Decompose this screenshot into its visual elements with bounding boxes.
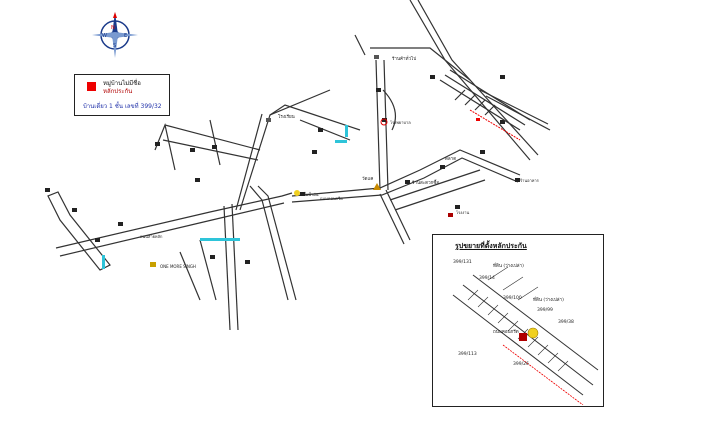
gas-station-icon bbox=[294, 190, 300, 196]
label-right-shop: ร้านอาหาร bbox=[520, 178, 540, 183]
factory-icon bbox=[448, 213, 453, 217]
compass-n: N bbox=[111, 25, 115, 31]
landmarks bbox=[150, 55, 453, 267]
label-store: ร้านสะดวกซื้อ bbox=[412, 179, 439, 186]
compass-rose-icon: N W E S bbox=[92, 12, 138, 58]
temple-icon bbox=[373, 183, 381, 190]
tower-icon bbox=[374, 55, 379, 59]
road-network bbox=[47, 0, 551, 331]
school-icon bbox=[266, 118, 271, 122]
collateral-marker-main bbox=[476, 118, 480, 121]
legend-marker-label: หลักประกัน bbox=[103, 88, 133, 95]
compass-s: S bbox=[113, 43, 116, 49]
inset-label-9: 399/26 bbox=[513, 361, 529, 367]
inset-collateral-marker bbox=[519, 333, 527, 341]
buildings bbox=[45, 75, 520, 264]
inset-title: รูปขยายที่ตั้งหลักประกัน bbox=[455, 242, 527, 250]
label-school: โรงเรียน bbox=[278, 113, 295, 120]
inset-label-2: 399/14 bbox=[479, 275, 495, 281]
label-top-mid: ร้านค้าทั่วไป bbox=[392, 55, 416, 62]
legend-title: หมู่บ้านไม่มีชื่อ bbox=[103, 80, 141, 87]
label-factory: โรงงาน bbox=[456, 210, 469, 215]
inset-label-3: 399/100 bbox=[503, 295, 522, 301]
map-legend: หมู่บ้านไม่มีชื่อ หลักประกัน บ้านเดี่ยว … bbox=[74, 74, 170, 116]
compass-e: E bbox=[124, 33, 127, 39]
water-features bbox=[102, 125, 348, 269]
collateral-marker-icon bbox=[87, 82, 96, 91]
inset-label-5: 399/99 bbox=[537, 307, 553, 313]
inset-label-0: 399/131 bbox=[453, 259, 472, 265]
hospital-icon bbox=[380, 118, 388, 126]
label-hospital: โรงพยาบาล bbox=[390, 120, 411, 125]
label-left-road: ถนนสายหลัก bbox=[140, 234, 163, 239]
label-gas: ปั๊มน้ำมัน bbox=[303, 190, 319, 197]
sign-icon bbox=[150, 262, 156, 267]
label-sign: ONE MORE SINGH bbox=[160, 264, 196, 269]
label-mid-road: ถนนคอนกรีต bbox=[320, 196, 343, 201]
housing-block-east bbox=[439, 69, 531, 141]
inset-label-4: ที่ดิน (ว่างเปล่า) bbox=[533, 296, 564, 303]
inset-enlarged-map: รูปขยายที่ตั้งหลักประกัน 399/131 ที่ดิน … bbox=[432, 234, 604, 407]
compass-w: W bbox=[102, 33, 107, 39]
inset-label-1: ที่ดิน (ว่างเปล่า) bbox=[493, 262, 524, 269]
label-temple: วัดแค bbox=[362, 176, 373, 182]
inset-label-7: 399/113 bbox=[458, 351, 477, 357]
inset-drawing: 399/131 ที่ดิน (ว่างเปล่า) 399/14 399/10… bbox=[452, 259, 599, 405]
inset-label-6: 399/38 bbox=[558, 319, 574, 325]
inset-label-8: ถนนคอนกรีต bbox=[493, 329, 519, 335]
place-labels: ร้านค้าทั่วไป วัดแค โรงเรียน ร้านสะดวกซื… bbox=[140, 55, 540, 269]
label-market: ตลาด bbox=[445, 157, 456, 162]
inset-gas-icon bbox=[527, 327, 539, 339]
legend-property: บ้านเดี่ยว 1 ชั้น เลขที่ 399/32 bbox=[83, 103, 162, 110]
